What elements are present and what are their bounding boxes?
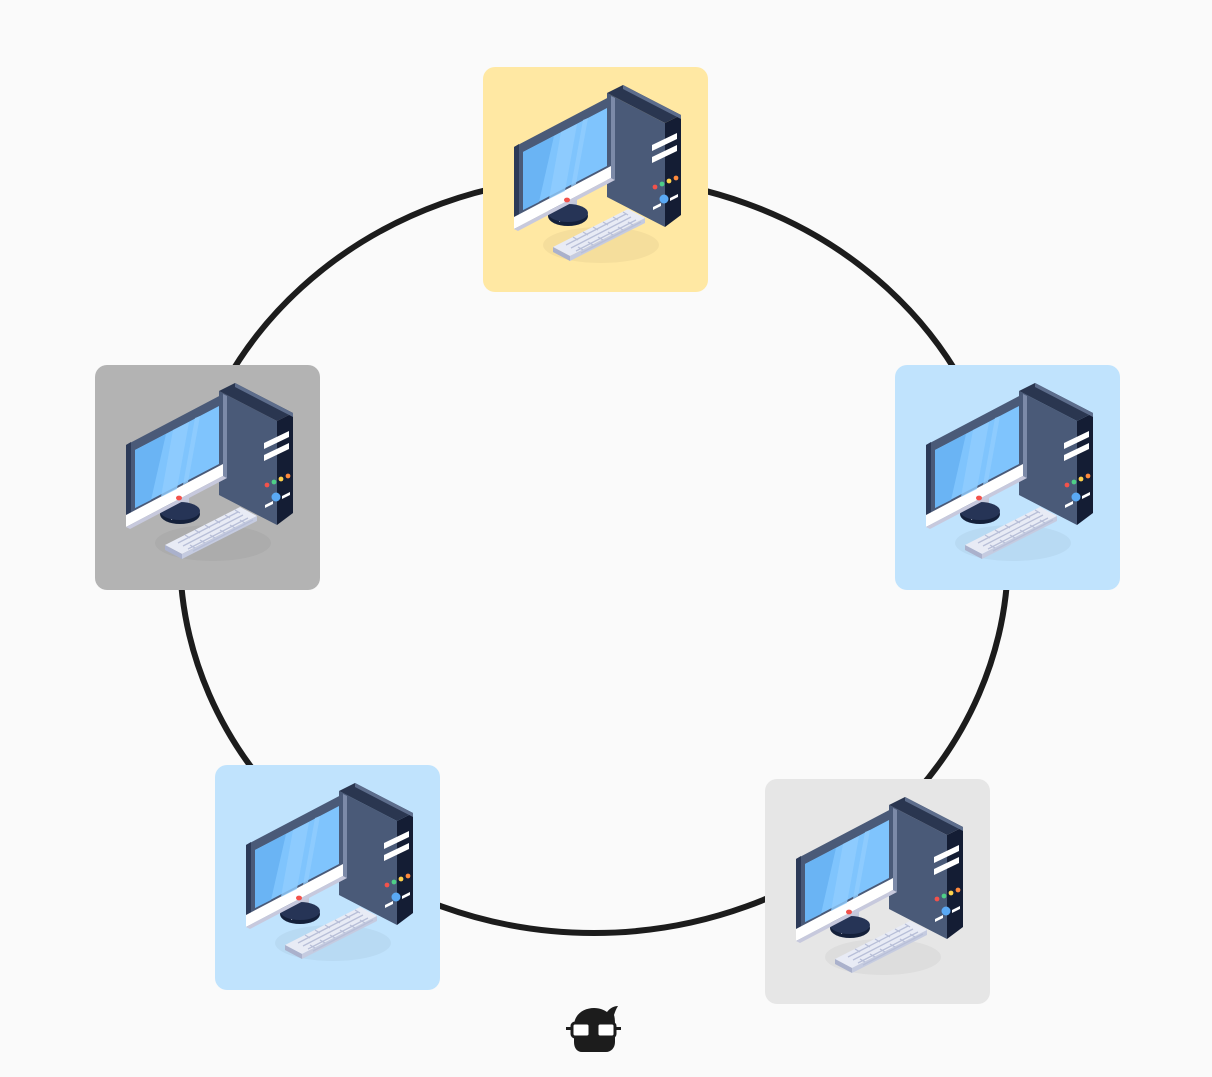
desktop-computer-icon [245,782,414,962]
network-node-bottom-right[interactable] [765,779,990,1004]
desktop-computer-icon [795,796,964,976]
network-node-left[interactable] [95,365,320,590]
network-node-top[interactable] [483,67,708,292]
network-node-bottom-left[interactable] [215,765,440,990]
nerd-glasses-logo-icon [566,1006,621,1052]
desktop-computer-icon [125,382,294,562]
desktop-computer-icon [925,382,1094,562]
desktop-computer-icon [513,84,682,264]
network-node-right[interactable] [895,365,1120,590]
